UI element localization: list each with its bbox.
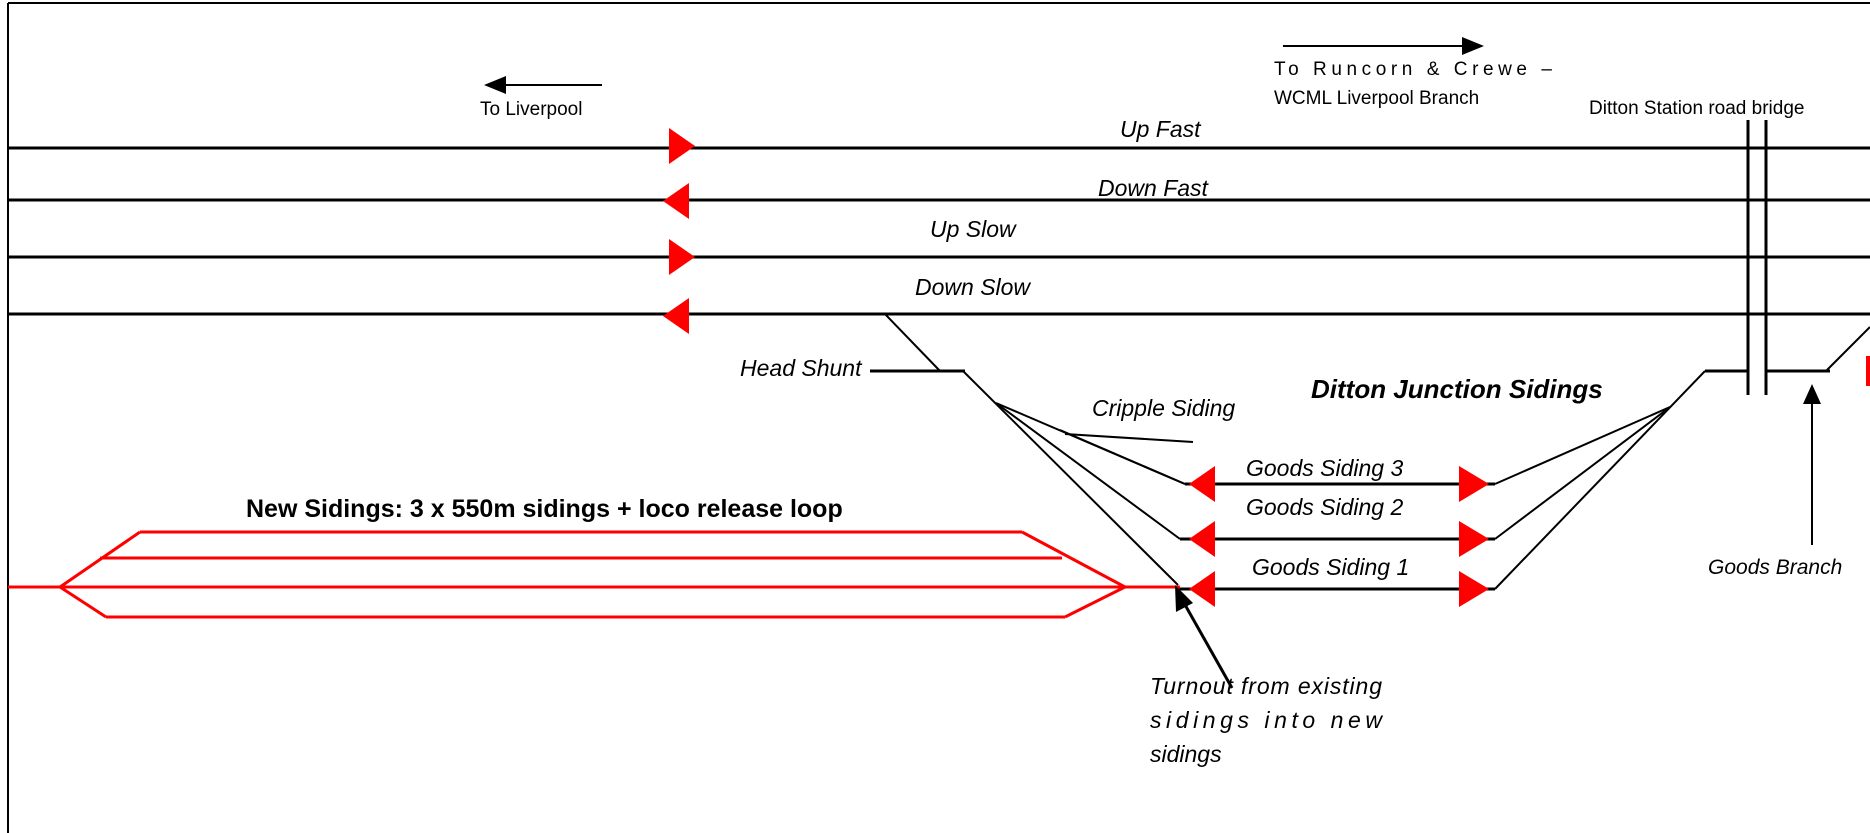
turnout-label-line1: Turnout from existing (1150, 673, 1382, 699)
signal-goods-siding-3-east (1459, 466, 1489, 502)
turnout-arrow (1175, 585, 1234, 689)
cripple-siding-track (1064, 433, 1194, 443)
signal-down-slow (663, 298, 689, 334)
bridge-label: Ditton Station road bridge (1589, 98, 1804, 119)
ditton-junction-sidings-label: Ditton Junction Sidings (1311, 374, 1603, 404)
goods-siding-1-label: Goods Siding 1 (1252, 554, 1409, 580)
to-liverpool-arrow (484, 76, 602, 94)
goods-siding-2-label: Goods Siding 2 (1246, 494, 1403, 520)
new-sidings-label: New Sidings: 3 x 550m sidings + loco rel… (246, 495, 843, 523)
to-liverpool-label: To Liverpool (480, 99, 582, 120)
signal-goods-siding-1-east (1459, 571, 1489, 607)
fan-west-siding-3b (1059, 429, 1186, 485)
goods-branch-label: Goods Branch (1708, 556, 1842, 579)
fan-east-siding-2 (1494, 406, 1671, 540)
signal-down-fast (663, 183, 689, 219)
connection-from-down-slow (884, 313, 941, 372)
new-sidings-layout (8, 530, 1180, 619)
to-runcorn-arrow (1283, 37, 1484, 55)
fan-east-siding-3 (1494, 406, 1671, 485)
cripple-siding-label: Cripple Siding (1092, 395, 1235, 421)
sidings-lead-west (962, 370, 1179, 586)
down-slow-label: Down Slow (915, 274, 1031, 300)
signal-up-slow (669, 239, 695, 275)
fan-east-siding-1 (1494, 370, 1706, 590)
signal-goods-siding-2-east (1459, 521, 1489, 557)
signal-goods-siding-3-west (1189, 466, 1215, 502)
head-shunt-label: Head Shunt (740, 355, 863, 381)
turnout-label-line2: sidings into new (1150, 707, 1383, 733)
signal-goods-siding-1-west (1189, 571, 1215, 607)
goods-branch-arrow (1803, 384, 1821, 545)
to-runcorn-label-line1: To Runcorn & Crewe – (1274, 59, 1552, 80)
goods-branch-connection (1825, 326, 1870, 372)
up-slow-label: Up Slow (930, 216, 1017, 242)
goods-siding-3-label: Goods Siding 3 (1246, 455, 1403, 481)
signal-goods-branch (1866, 356, 1870, 386)
down-fast-label: Down Fast (1098, 175, 1210, 201)
signal-goods-siding-2-west (1189, 521, 1215, 557)
to-runcorn-label-line2: WCML Liverpool Branch (1274, 88, 1479, 109)
signal-up-fast (669, 128, 695, 164)
turnout-label-line3: sidings (1150, 741, 1222, 767)
up-fast-label: Up Fast (1120, 116, 1202, 142)
fan-west-siding-2 (995, 402, 1181, 540)
